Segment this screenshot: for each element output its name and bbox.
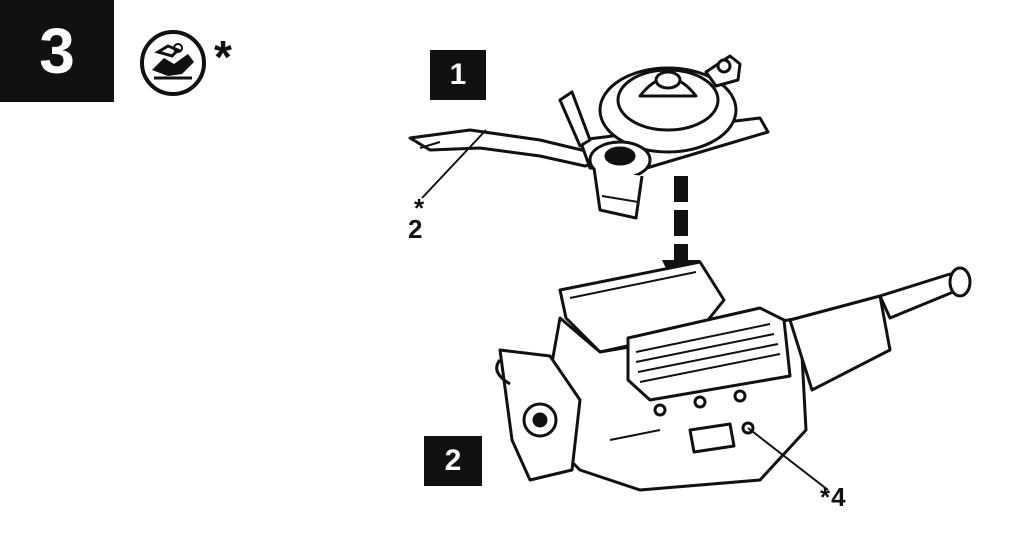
shift-cover-assembly xyxy=(408,54,770,220)
callout-part-2-number: 2 xyxy=(408,214,423,244)
gearbox-tailshaft xyxy=(788,294,892,392)
gearbox-assembly xyxy=(495,260,972,492)
panel-label-1-text: 1 xyxy=(449,58,467,91)
step-number-box: 3 xyxy=(0,0,114,102)
leader-line-part-4 xyxy=(747,427,829,491)
output-shaft xyxy=(878,272,960,320)
panel-label-2: 2 xyxy=(424,436,482,486)
header-star-marker: * xyxy=(214,31,232,83)
panel-label-2-text: 2 xyxy=(444,444,462,477)
shift-lever xyxy=(408,128,602,168)
cover-stem xyxy=(558,90,592,148)
panel-label-1: 1 xyxy=(430,50,486,100)
step-number: 3 xyxy=(39,15,75,87)
callout-part-2-star: * xyxy=(414,193,425,223)
wrench-in-circle-icon xyxy=(138,28,208,98)
leader-line-part-2 xyxy=(421,129,487,199)
